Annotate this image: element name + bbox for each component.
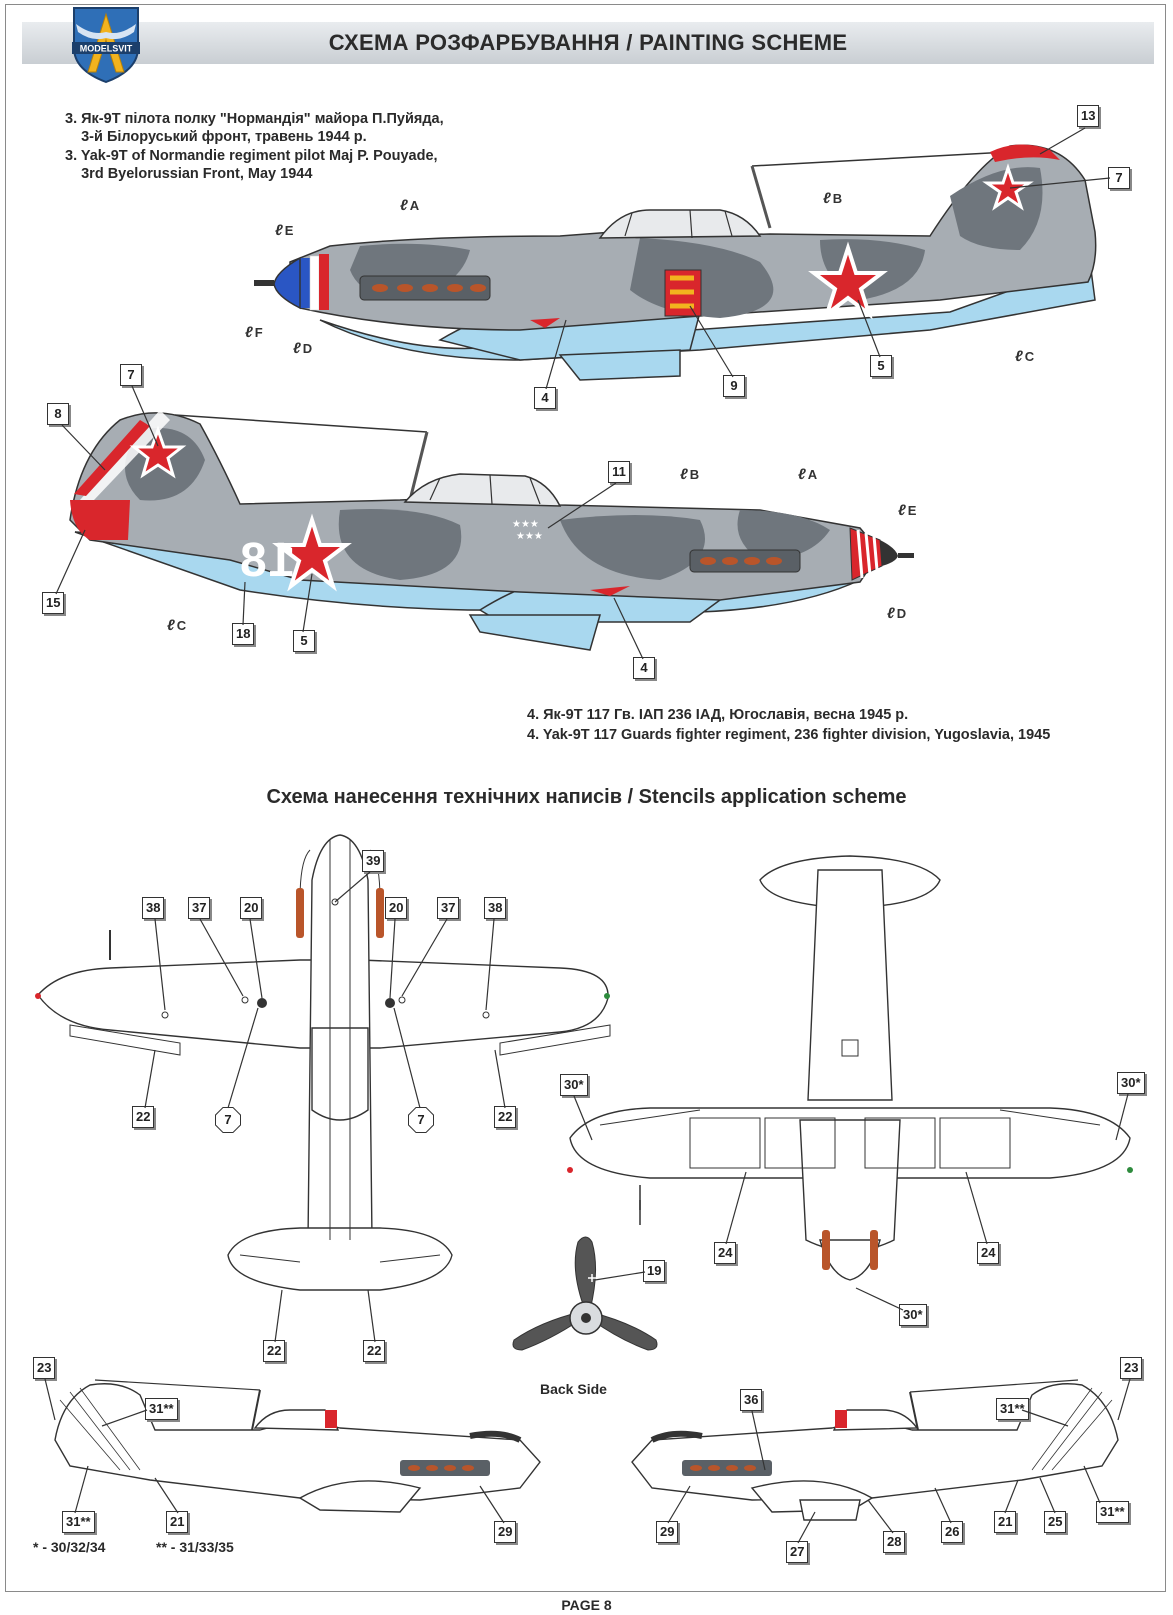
profile3-caption-line-2: 3-й Білоруський фронт, травень 1944 р. [65,129,367,145]
stencil-ref-30-nose: 30* [899,1304,927,1326]
stencil-ref-23-left: 23 [33,1357,56,1379]
stencil-ref-24-right: 24 [977,1242,1000,1264]
stencil-ref-31-left-top: 31** [145,1398,178,1420]
stencil-ref-38-left: 38 [142,897,165,919]
stencil-ref-7-right-frame: 7 [408,1107,434,1133]
logo-text: MODELSVIT [80,44,133,54]
stencil-ref-24-left: 24 [714,1242,737,1264]
stencil-ref-27: 27 [786,1541,809,1563]
profile3-ref-13: 13 [1077,105,1100,127]
footnote-double-star: ** - 31/33/35 [156,1539,234,1555]
stencil-ref-37-left: 37 [188,897,211,919]
stencil-ref-22-tail-right: 22 [363,1340,386,1362]
stencil-ref-25: 25 [1044,1511,1067,1533]
profile4-ref-8: 8 [47,403,69,425]
svg-text:★★★: ★★★ [512,519,539,530]
profile4-leader-lines [55,385,644,660]
stencil-ref-36: 36 [740,1389,763,1411]
stencil-ref-31-right-bottom: 31** [1096,1501,1129,1523]
stencil-ref-23-right: 23 [1120,1357,1143,1379]
stencils-top-view [35,834,641,1291]
footnote-single-star: * - 30/32/34 [33,1539,106,1555]
profile3-ref-5: 5 [870,355,892,377]
stencils-title: Схема нанесення технічних написів / Sten… [266,786,907,808]
stencil-ref-7-left: 7 [216,1108,240,1132]
profile4-caption-line-1: 4. Як-9Т 117 Гв. ІАП 236 ІАД, Югославія,… [527,707,909,723]
stencil-ref-30-right: 30* [1117,1072,1145,1094]
profile3-caption-line-1: 3. Як-9Т пілота полку "Нормандія" майора… [65,111,444,127]
svg-text:★★★: ★★★ [516,531,543,542]
stencil-ref-28: 28 [883,1531,906,1553]
page-frame [5,4,1166,1592]
profile3-ref-9: 9 [723,375,745,397]
profile3-ref-4: 4 [534,387,556,409]
stencil-ref-31-left-bottom: 31** [62,1511,95,1533]
profile4-ref-11: 11 [608,461,630,483]
stencil-ref-7-left-frame: 7 [215,1107,241,1133]
stencil-ref-29-left: 29 [494,1521,517,1543]
profile3-caption-line-4: 3rd Byelorussian Front, May 1944 [65,166,313,182]
stencil-ref-22-tail-left: 22 [263,1340,286,1362]
back-side-label: Back Side [540,1381,607,1397]
header-band [22,22,1154,64]
stencil-ref-20-left: 20 [240,897,263,919]
profile4-ref-7: 7 [120,364,142,386]
stencils-top-leaders [144,871,506,1343]
stencil-ref-38-right: 38 [484,897,507,919]
stencil-ref-22-wing-left: 22 [132,1106,155,1128]
stencil-ref-29-right: 29 [656,1521,679,1543]
stencil-ref-22-wing-right: 22 [494,1106,517,1128]
modelsvit-logo-icon: MODELSVIT [72,7,140,84]
profile3-caption-line-3: 3. Yak-9T of Normandie regiment pilot Ma… [65,148,438,164]
stencils-bottom-leaders [573,1093,1129,1311]
stencil-ref-26: 26 [941,1521,964,1543]
stencil-ref-37-right: 37 [437,897,460,919]
stencil-ref-19: 19 [643,1260,666,1282]
stencil-ref-39: 39 [362,850,385,872]
profile4-ref-18: 18 [232,623,255,645]
stencils-bottom-view [567,855,1133,1281]
stencil-ref-30-left: 30* [560,1074,588,1096]
profile3-aircraft [254,144,1097,381]
profile4-ref-4: 4 [633,657,655,679]
profile4-aircraft: ★★★★★★ [69,410,914,651]
profile4-ref-5: 5 [293,630,315,652]
profile3-leader-lines [545,127,1111,390]
page-number: PAGE 8 [561,1597,612,1613]
page-title: СХЕМА РОЗФАРБУВАННЯ / PAINTING SCHEME [328,30,848,55]
propeller-icon [512,1236,658,1351]
stencil-ref-20-right: 20 [385,897,408,919]
profile4-caption-line-2: 4. Yak-9T 117 Guards fighter regiment, 2… [527,727,1051,743]
profile4-ref-15: 15 [42,592,65,614]
prop-leader [594,1271,646,1281]
stencil-ref-7-right: 7 [409,1108,433,1132]
stencil-ref-31-right-top: 31** [996,1398,1029,1420]
